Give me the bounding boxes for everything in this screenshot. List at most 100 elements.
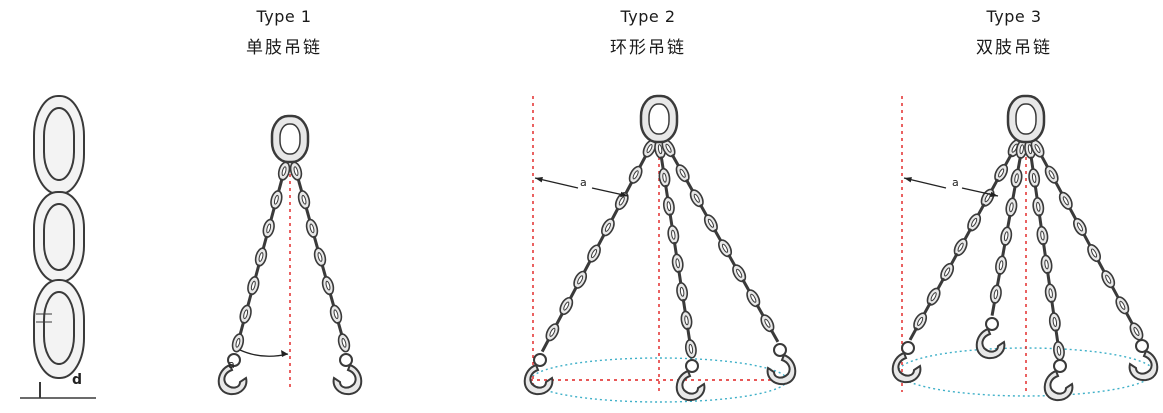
angle-arrow-left <box>534 177 579 189</box>
arrow-head <box>620 191 628 198</box>
chain-link-side <box>1082 233 1092 247</box>
type-3-header: Type 3 双肢吊链 <box>914 6 1114 60</box>
chain-3 <box>1024 139 1065 361</box>
chain-link-side <box>624 181 634 195</box>
arrow-head <box>904 177 912 183</box>
chain-link-hole <box>662 172 667 183</box>
hook-body <box>1128 349 1159 382</box>
chain-link-side <box>269 206 276 222</box>
chain-link-side <box>610 207 620 222</box>
chain-link-side <box>246 292 253 308</box>
type-1-header: Type 1 单肢吊链 <box>184 6 384 60</box>
diameter-label: d <box>72 372 82 388</box>
chain-link-hole <box>1040 230 1045 241</box>
chain-link-hole <box>1003 231 1009 242</box>
angle-arrow-right <box>961 187 999 198</box>
chain-link-hole <box>993 289 999 300</box>
chain-link-hole <box>1062 196 1069 206</box>
chain-link-hole <box>1133 326 1140 336</box>
chain-4 <box>1030 139 1144 341</box>
arrow-head <box>535 177 543 183</box>
chain-link-hole <box>563 301 570 311</box>
right-chain <box>661 139 780 343</box>
right-chain <box>289 161 351 353</box>
type-2-label: Type 2 <box>620 7 676 26</box>
chain-link-side <box>1039 154 1050 169</box>
chain-link-side <box>1000 243 1007 258</box>
hook-eye <box>227 353 241 367</box>
chain-link-side <box>1046 271 1052 286</box>
chain-link-side <box>312 235 320 250</box>
hook-body <box>975 327 1006 360</box>
chain-link-hole <box>341 337 347 348</box>
chain-link-side <box>637 154 648 169</box>
chain-link-hole <box>243 309 249 320</box>
chain-link-hole <box>675 258 680 269</box>
chain-link-side <box>1042 242 1047 258</box>
left-chain <box>540 139 657 353</box>
chain-link-side <box>1054 180 1064 195</box>
chain-link-hole <box>671 229 676 240</box>
hook <box>766 343 797 386</box>
chain-link-hole <box>309 223 315 234</box>
chain-link-hole <box>293 166 299 177</box>
chain-link-hole <box>317 252 323 262</box>
hook <box>1128 339 1159 382</box>
hook <box>975 317 1006 360</box>
chain-link-hole <box>1076 222 1083 232</box>
type-2-sling <box>523 94 797 403</box>
chain-link-hole <box>632 170 639 180</box>
type-1-sling <box>217 114 363 396</box>
chain-link-hole <box>1091 248 1098 258</box>
chain-link-hole <box>1048 170 1055 180</box>
chain-link-hole <box>930 292 937 302</box>
master-link-inner <box>279 123 301 155</box>
chain-link-hole <box>1044 259 1049 270</box>
chain-link-side <box>1016 156 1022 171</box>
chain-link-side <box>1096 259 1106 274</box>
chain-link-hole <box>998 168 1005 178</box>
chain-link-hole <box>721 243 729 253</box>
hook-body <box>675 369 706 402</box>
chain-link-side <box>769 328 780 343</box>
chain-link-hole <box>250 280 256 291</box>
hook-eye <box>1053 359 1067 373</box>
chain-link-hole <box>646 144 653 154</box>
chain-link-hole <box>1014 173 1019 184</box>
chain-link-side <box>990 301 996 316</box>
hook-eye <box>773 343 787 357</box>
chain-link-side <box>1011 185 1017 200</box>
chain-link-hole <box>325 280 331 291</box>
chain-link-hole <box>266 223 272 234</box>
chain-link-side <box>320 264 328 279</box>
chain-link-hole <box>1036 201 1041 212</box>
type-2-header: Type 2 环形吊链 <box>548 6 748 60</box>
center-chain <box>654 139 697 359</box>
hook <box>675 359 706 402</box>
type-2-name: 环形吊链 <box>610 38 686 58</box>
hook-body <box>217 363 248 396</box>
chain-link-side <box>328 292 336 308</box>
type-3-name: 双肢吊链 <box>976 38 1052 58</box>
chain-link-side <box>908 326 919 341</box>
chain-link-hole <box>1031 173 1037 183</box>
chain-link-hole <box>235 337 241 348</box>
chain-link-hole <box>1105 274 1112 284</box>
chain-link-hole <box>577 275 584 285</box>
hook <box>891 341 922 384</box>
hook-body <box>891 351 922 384</box>
hook <box>1043 359 1074 402</box>
chain-link-hole <box>258 252 264 262</box>
chain-link-hole <box>736 268 743 278</box>
chain-link-hole <box>273 194 279 205</box>
chain-link-hole <box>750 293 757 303</box>
chain-link-hole <box>693 193 700 203</box>
left-chain <box>231 161 291 353</box>
chain-link-side <box>568 286 578 300</box>
angle-arc-head <box>281 350 288 357</box>
chain-link-side <box>1033 185 1039 200</box>
chain-link-side <box>995 272 1002 287</box>
chain-link-hole <box>1119 300 1126 310</box>
hook-eye <box>685 359 699 373</box>
type-3-sling <box>891 94 1159 402</box>
